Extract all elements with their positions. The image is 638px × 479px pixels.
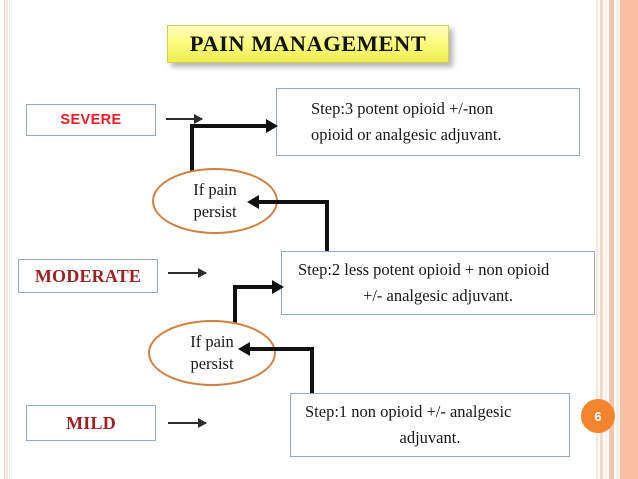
step-box-1: Step:1 non opioid +/- analgesic adjuvant… (290, 393, 570, 457)
elbow-arrow-up-right-icon-1-horizontal (190, 124, 268, 128)
elbow-arrow-up-left-icon-2-vertical (310, 347, 314, 395)
step-1-line-2: adjuvant. (399, 428, 461, 447)
arrow-right-icon-moderate (168, 268, 207, 278)
left-edge-stripe-1 (4, 0, 5, 479)
step-box-3: Step:3 potent opioid +/-non opioid or an… (276, 88, 580, 156)
level-label-moderate: MODERATE (34, 265, 142, 286)
right-edge-stripe-4 (609, 0, 614, 479)
elbow-arrow-up-right-icon-2-horizontal (233, 285, 274, 289)
level-box-mild: MILD (26, 405, 156, 441)
condition-ellipse-2: If pain persist (148, 320, 276, 386)
right-edge-stripe-2 (600, 0, 603, 479)
level-box-moderate: MODERATE (18, 259, 158, 293)
condition-1-line-2: persist (193, 202, 237, 221)
step-2-line-1: Step:2 less potent opioid + non opioid (298, 260, 550, 280)
condition-2-line-2: persist (190, 354, 234, 373)
arrow-right-icon-mild (168, 418, 207, 428)
page-number-label: 6 (594, 408, 602, 424)
right-edge-stripe-6 (620, 0, 638, 479)
step-box-2: Step:2 less potent opioid + non opioid +… (281, 251, 595, 315)
step-1-line-1: Step:1 non opioid +/- analgesic (305, 402, 512, 422)
right-edge-stripe-1 (596, 0, 598, 479)
elbow-arrow-up-left-icon-2-head (238, 342, 250, 356)
elbow-arrow-up-left-icon-1-vertical (325, 200, 329, 253)
elbow-arrow-up-right-icon-2-head (272, 280, 284, 294)
level-label-mild: MILD (66, 412, 116, 433)
elbow-arrow-up-right-icon-1-vertical (190, 124, 194, 176)
level-label-severe: SEVERE (60, 112, 122, 128)
step-2-line-2: +/- analgesic adjuvant. (363, 286, 513, 305)
arrow-right-icon-severe (166, 114, 203, 124)
step-3-line-1: Step:3 potent opioid +/-non (311, 99, 494, 119)
page-title: PAIN MANAGEMENT (189, 31, 427, 56)
step-3-line-2: opioid or analgesic adjuvant. (311, 125, 502, 144)
left-edge-stripe-2 (6, 0, 8, 479)
elbow-arrow-up-right-icon-1-head (266, 119, 278, 133)
condition-1-line-1: If pain (193, 179, 237, 199)
elbow-arrow-up-left-icon-1-horizontal (259, 200, 329, 204)
page-number-badge: 6 (581, 399, 615, 433)
elbow-arrow-up-left-icon-2-horizontal (250, 347, 314, 351)
left-edge-stripe-3 (9, 0, 10, 479)
elbow-arrow-up-right-icon-2-vertical (233, 285, 237, 329)
condition-2-line-1: If pain (190, 331, 234, 351)
elbow-arrow-up-left-icon-1-head (247, 195, 259, 209)
slide-title-banner: PAIN MANAGEMENT (167, 25, 449, 63)
right-edge-stripe-5 (616, 0, 619, 479)
level-box-severe: SEVERE (26, 104, 156, 136)
right-edge-stripe-3 (605, 0, 607, 479)
